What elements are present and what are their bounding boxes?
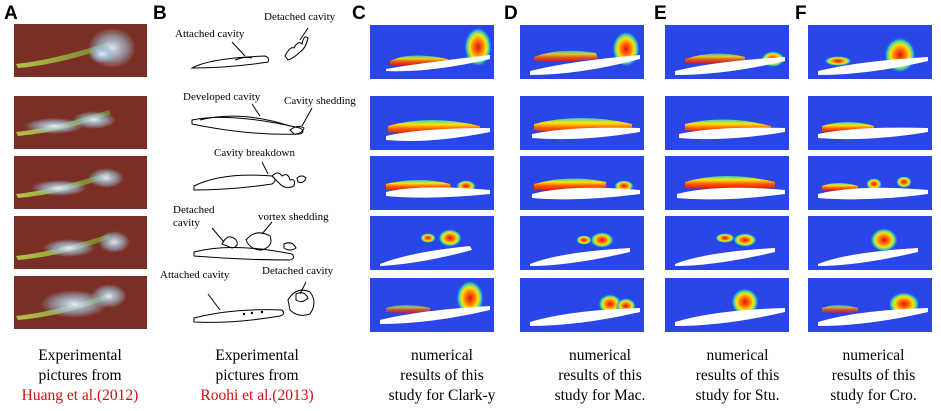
caption-f: numerical results of this study for Cro. [806,346,941,406]
caption-d-line3: study for Mac. [554,387,646,404]
caption-a: Experimental pictures from Huang et al.(… [0,346,160,406]
sim-mac-4 [520,216,644,270]
caption-f-line1: numerical [842,347,905,364]
label-cavity-shedding: Cavity shedding [284,95,356,107]
caption-c: numerical results of this study for Clar… [372,346,512,406]
sim-stu-4 [665,216,789,270]
sketch-attached-detached-2 [193,281,315,323]
sim-mac-3 [520,156,644,210]
panel-label-f: F [795,3,807,24]
sketch-vortex-shedding [193,221,297,261]
sim-clark-y-1 [370,25,494,79]
sketch-developed-cavity [191,103,313,135]
experimental-photo-1 [14,24,147,77]
caption-a-line1: Experimental [38,347,122,364]
sketch-cavity-breakdown [193,161,307,191]
sketch-attached-detached [190,27,309,69]
sim-mac-5 [520,278,644,332]
panel-label-d: D [504,3,518,24]
sim-stu-3 [665,156,789,210]
sim-stu-2 [665,96,789,150]
label-attached-cavity: Attached cavity [175,28,245,40]
sim-cro-4 [808,216,932,270]
label-attached-cavity-2: Attached cavity [160,269,230,281]
experimental-photo-4 [14,216,147,269]
sim-clark-y-3 [370,156,494,210]
label-vortex-shedding: vortex shedding [258,211,329,223]
sim-stu-1 [665,25,789,79]
caption-d-line1: numerical [569,347,631,364]
caption-d: numerical results of this study for Mac. [530,346,670,406]
label-detached-cavity-2-line2: cavity [173,217,200,229]
caption-a-line2: pictures from [38,367,122,384]
experimental-photo-5 [14,276,147,329]
caption-c-line3: study for Clark-y [388,387,496,404]
sim-cro-5 [808,278,932,332]
panel-label-b: B [153,3,167,24]
sim-clark-y-4 [370,216,494,270]
caption-d-line2: results of this [558,367,642,384]
caption-a-reference[interactable]: Huang et al.(2012) [21,387,139,404]
label-detached-cavity-2-line1: Detached [173,204,215,216]
panel-label-e: E [654,3,667,24]
caption-e: numerical results of this study for Stu. [670,346,805,406]
sim-cro-3 [808,156,932,210]
sim-cro-2 [808,96,932,150]
sim-mac-2 [520,96,644,150]
caption-f-line2: results of this [831,367,916,384]
panel-label-c: C [352,3,366,24]
caption-e-line2: results of this [695,367,780,384]
sim-cro-1 [808,25,932,79]
caption-b: Experimental pictures from Roohi et al.(… [182,346,332,406]
sim-clark-y-5 [370,278,494,332]
caption-e-line3: study for Stu. [695,387,780,404]
label-detached-cavity: Detached cavity [264,11,336,23]
sim-clark-y-2 [370,96,494,150]
experimental-photo-3 [14,156,147,209]
caption-b-line1: Experimental [215,347,299,364]
caption-b-reference[interactable]: Roohi et al.(2013) [200,387,314,404]
caption-f-line3: study for Cro. [830,387,917,404]
sim-stu-5 [665,278,789,332]
label-developed-cavity: Developed cavity [183,91,261,103]
label-detached-cavity-3: Detached cavity [262,265,334,277]
caption-c-line2: results of this [400,367,484,384]
panel-label-a: A [4,3,18,24]
caption-c-line1: numerical [411,347,473,364]
caption-b-line2: pictures from [215,367,299,384]
label-cavity-breakdown: Cavity breakdown [214,147,295,159]
caption-e-line1: numerical [706,347,769,364]
sim-mac-1 [520,25,644,79]
experimental-photo-2 [14,96,147,149]
